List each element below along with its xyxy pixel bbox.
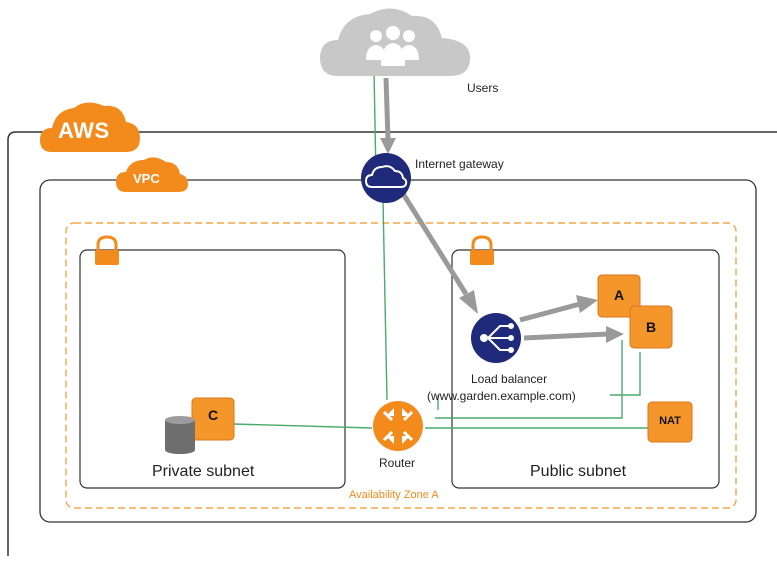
load-balancer-icon [471,313,521,363]
instance-c-label: C [207,407,219,423]
router-label: Router [379,456,416,470]
vpc-label: VPC [133,171,160,186]
aws-label: AWS [58,118,110,143]
traffic-arrows [380,77,624,343]
nat-instance-box [647,401,693,443]
instance-a-label: A [613,287,625,303]
load-balancer-domain-label: (www.garden.example.com) [427,389,576,403]
aws-cloud-badge [40,102,140,152]
routing-lines [232,69,650,429]
users-cloud-icon [320,8,470,76]
vpc-cloud-badge [116,157,188,192]
instance-b-label: B [645,319,657,335]
instance-a-box [597,274,641,318]
internet-gateway-icon [361,153,411,203]
vpc-boundary [39,179,757,523]
cloud-icon [364,165,408,188]
instance-b-box [629,305,673,349]
load-balancer-label: Load balancer [471,372,548,386]
lock-icon [95,235,119,265]
users-icon [366,26,419,66]
users-label: Users [467,81,499,95]
private-subnet-label: Private subnet [152,463,255,480]
internet-gateway-label: Internet gateway [415,157,504,171]
public-subnet-box [451,249,720,489]
private-subnet-box [79,249,346,489]
nat-label: NAT [659,415,681,427]
router-icon [373,401,423,451]
public-subnet-label: Public subnet [530,463,627,480]
availability-zone-label: Availability Zone A [349,489,439,501]
lock-icon [470,235,494,265]
database-icon [165,416,195,454]
aws-boundary [7,131,777,556]
